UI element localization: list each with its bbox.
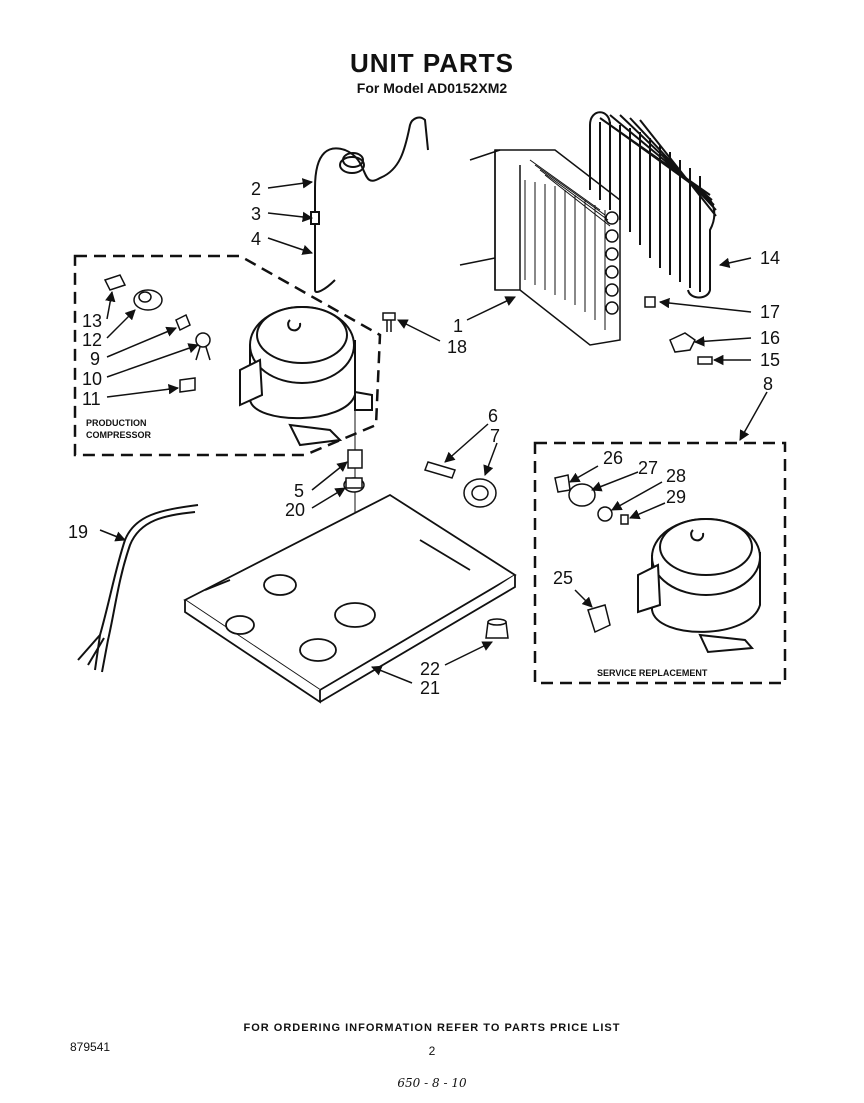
callout-29: 29 [666, 487, 686, 507]
service-starter-parts [554, 474, 629, 634]
callout-10: 10 [82, 369, 102, 389]
capillary-tube [310, 116, 429, 293]
rubber-foot [485, 618, 509, 639]
production-label-line2: COMPRESSOR [86, 430, 152, 440]
production-label-line1: PRODUCTION [86, 418, 147, 428]
ordering-note: FOR ORDERING INFORMATION REFER TO PARTS … [243, 1022, 621, 1034]
wire-harness [77, 504, 199, 673]
callout-18: 18 [447, 337, 467, 357]
leader-lines [99, 178, 768, 684]
document-number: 879541 [70, 1040, 111, 1054]
callout-6: 6 [488, 406, 498, 426]
callout-1: 1 [453, 316, 463, 336]
model-subtitle: For Model AD0152XM2 [356, 80, 508, 96]
callout-2: 2 [251, 179, 261, 199]
callout-4: 4 [251, 229, 261, 249]
service-replacement-box [533, 441, 787, 685]
callout-9: 9 [90, 349, 100, 369]
callout-7: 7 [490, 426, 500, 446]
callout-17: 17 [760, 302, 780, 322]
callout-13: 13 [82, 311, 102, 331]
callout-11: 11 [82, 389, 101, 409]
service-replacement-label: SERVICE REPLACEMENT [597, 668, 708, 678]
starter-components [103, 274, 211, 393]
grommet-wheel [424, 461, 497, 508]
base-pan [183, 493, 517, 704]
callout-25: 25 [553, 568, 573, 588]
production-compressor [239, 306, 373, 447]
callout-numbers: 2 3 4 1 14 17 16 15 8 18 13 12 9 10 11 1… [68, 179, 780, 698]
callout-16: 16 [760, 328, 780, 348]
callout-8: 8 [763, 374, 773, 394]
page-title: UNIT PARTS [349, 48, 515, 78]
callout-3: 3 [251, 204, 261, 224]
callout-22: 22 [420, 659, 440, 679]
page-number: 2 [428, 1044, 436, 1058]
callout-5: 5 [294, 481, 304, 501]
callout-27: 27 [638, 458, 658, 478]
production-compressor-box [73, 254, 382, 457]
callout-19: 19 [68, 522, 88, 542]
callout-12: 12 [82, 330, 102, 350]
screw-part [382, 312, 396, 332]
callout-15: 15 [760, 350, 780, 370]
service-compressor [637, 518, 761, 654]
clip-parts [644, 296, 713, 365]
callout-28: 28 [666, 466, 686, 486]
callout-14: 14 [760, 248, 780, 268]
callout-26: 26 [603, 448, 623, 468]
callout-21: 21 [420, 678, 440, 698]
handwritten-note: 650 - 8 - 10 [397, 1076, 467, 1090]
condenser [459, 149, 621, 346]
callout-20: 20 [285, 500, 305, 520]
coil [589, 111, 717, 299]
